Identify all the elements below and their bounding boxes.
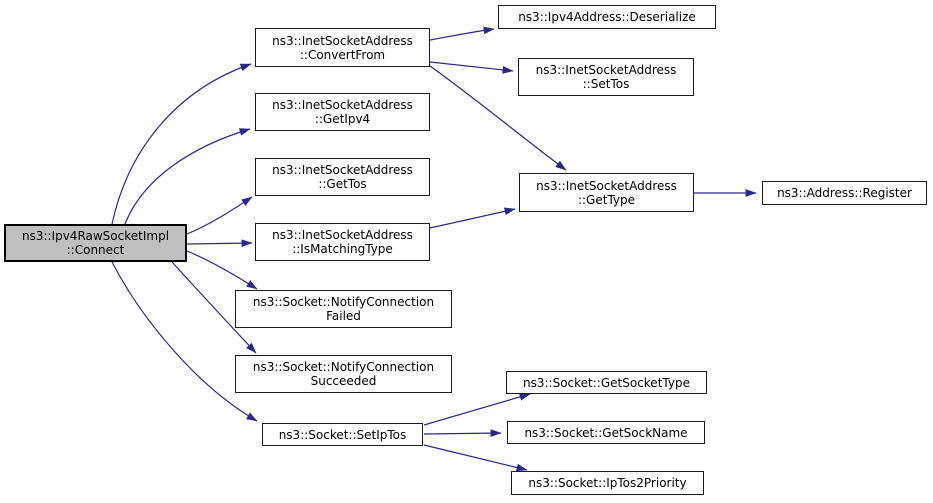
edge-connect-to-convert-from [111, 63, 252, 225]
node-convert-from[interactable]: ns3::InetSocketAddress::ConvertFrom [255, 28, 430, 67]
edge-connect-to-set-ip-tos [111, 261, 258, 422]
edge-connect-to-get-tos [186, 196, 253, 235]
edge-connect-to-notify-connection-failed [186, 250, 258, 290]
node-label-line: ns3::Socket::GetSockName [524, 425, 688, 440]
edge-is-matching-type-to-get-type [429, 207, 516, 229]
edge-connect-to-is-matching-type [186, 239, 253, 248]
node-label-line: ns3::InetSocketAddress [272, 33, 413, 48]
node-get-type[interactable]: ns3::InetSocketAddress::GetType [519, 173, 694, 212]
node-label-line: Succeeded [310, 374, 377, 388]
node-get-sock-name[interactable]: ns3::Socket::GetSockName [507, 421, 705, 444]
edge-set-ip-tos-to-get-socket-type [423, 393, 531, 426]
node-label-line: ns3::Socket::NotifyConnection [252, 360, 435, 374]
node-deserialize[interactable]: ns3::Ipv4Address::Deserialize [498, 5, 716, 29]
node-set-ip-tos[interactable]: ns3::Socket::SetIpTos [262, 423, 423, 446]
node-label-line: ns3::InetSocketAddress [272, 98, 413, 112]
edge-connect-to-get-ipv4 [124, 128, 251, 225]
edge-convert-from-to-set-tos [429, 61, 514, 74]
node-label-line: ::GetTos [318, 177, 367, 191]
node-label-line: ns3::Ipv4RawSocketImpl [21, 229, 170, 243]
node-register[interactable]: ns3::Address::Register [762, 181, 927, 205]
node-set-tos[interactable]: ns3::InetSocketAddress::SetTos [518, 58, 694, 96]
node-label-line: ::SetTos [582, 77, 630, 91]
edge-set-ip-tos-to-get-sock-name [423, 429, 502, 437]
node-label-line: ns3::Socket::GetSocketType [523, 375, 690, 390]
node-label-line: ns3::Socket::SetIpTos [278, 427, 407, 442]
node-label-line: ns3::InetSocketAddress [272, 163, 413, 177]
edge-convert-from-to-deserialize [429, 26, 495, 41]
node-label-line: ns3::Address::Register [777, 186, 912, 200]
edge-set-ip-tos-to-ip-tos-2-priority [423, 444, 528, 472]
node-get-tos[interactable]: ns3::InetSocketAddress::GetTos [255, 158, 430, 196]
node-label-line: Failed [326, 309, 361, 323]
node-label-line: ns3::InetSocketAddress [272, 228, 413, 242]
edge-connect-to-notify-connection-succeeded [171, 261, 257, 354]
node-label-line: ::IsMatchingType [292, 242, 393, 256]
node-label-line: ns3::Socket::IpTos2Priority [528, 476, 687, 490]
node-get-ipv4[interactable]: ns3::InetSocketAddress::GetIpv4 [255, 93, 430, 131]
node-label-line: ::ConvertFrom [299, 47, 386, 62]
node-label-line: ns3::InetSocketAddress [536, 178, 677, 193]
node-label-line: ::GetType [577, 192, 636, 207]
node-label-line: ns3::InetSocketAddress [535, 63, 677, 77]
node-label-line: ::GetIpv4 [314, 112, 371, 126]
node-connect[interactable]: ns3::Ipv4RawSocketImpl::Connect [4, 224, 187, 262]
edge-convert-from-to-get-type [429, 65, 567, 171]
node-label-line: ns3::Socket::NotifyConnection [252, 295, 435, 309]
edge-group [111, 26, 757, 472]
node-label-line: ns3::Ipv4Address::Deserialize [518, 10, 696, 24]
node-ip-tos-2-priority[interactable]: ns3::Socket::IpTos2Priority [511, 471, 704, 495]
node-is-matching-type[interactable]: ns3::InetSocketAddress::IsMatchingType [255, 223, 430, 261]
node-get-socket-type[interactable]: ns3::Socket::GetSocketType [506, 371, 707, 394]
node-label-line: ::Connect [66, 243, 125, 257]
